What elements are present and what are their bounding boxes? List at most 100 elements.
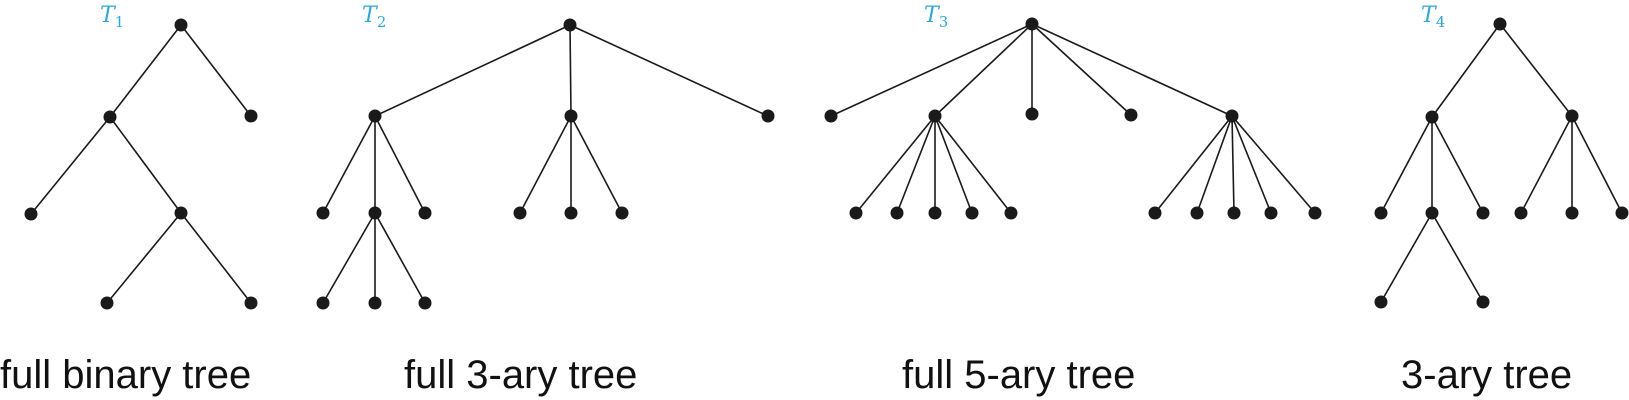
tree-edge bbox=[30, 116, 111, 215]
tree-node bbox=[244, 296, 258, 310]
tree-edge bbox=[570, 115, 623, 214]
tree-node bbox=[1025, 17, 1039, 31]
tree-edge bbox=[569, 24, 572, 117]
tree-edge bbox=[1499, 23, 1573, 117]
tree-edge bbox=[1431, 116, 1484, 214]
tree-label-t1: T1 bbox=[100, 3, 124, 31]
tree-edge bbox=[896, 115, 936, 214]
tree-node bbox=[564, 206, 578, 220]
tree-node bbox=[368, 206, 382, 220]
tree-edge bbox=[934, 115, 1012, 214]
tree-node bbox=[1374, 206, 1388, 220]
tree-edge bbox=[1196, 115, 1233, 214]
tree-edge bbox=[180, 212, 252, 304]
tree-node bbox=[1004, 206, 1018, 220]
tree-node bbox=[1308, 206, 1322, 220]
tree-node bbox=[928, 206, 942, 220]
tree-edge bbox=[109, 116, 182, 214]
tree-node bbox=[965, 206, 979, 220]
tree-edge bbox=[1231, 115, 1316, 214]
tree-node bbox=[316, 206, 330, 220]
tree-edge bbox=[374, 24, 571, 117]
tree-node bbox=[174, 206, 188, 220]
tree-edge bbox=[934, 23, 1033, 117]
tree-edge bbox=[1571, 115, 1623, 214]
tree-node bbox=[849, 206, 863, 220]
tree-node bbox=[1124, 108, 1138, 122]
tree-node bbox=[1565, 206, 1579, 220]
tree-edge bbox=[1231, 115, 1272, 214]
tree-node bbox=[1190, 206, 1204, 220]
tree-node bbox=[1425, 206, 1439, 220]
tree-node bbox=[24, 207, 38, 221]
tree-node bbox=[174, 18, 188, 32]
tree-edge bbox=[855, 115, 936, 214]
tree-node bbox=[824, 109, 838, 123]
tree-node bbox=[1374, 295, 1388, 309]
tree-label-t3: T3 bbox=[924, 3, 948, 31]
tree-edge bbox=[934, 115, 973, 214]
tree-node bbox=[368, 296, 382, 310]
tree-edge bbox=[519, 115, 572, 214]
tree-edge bbox=[1031, 23, 1233, 117]
tree-edge bbox=[1380, 212, 1433, 303]
tree-edge bbox=[374, 115, 426, 214]
tree-node bbox=[564, 109, 578, 123]
tree-edge bbox=[180, 24, 252, 117]
tree-edge bbox=[1031, 23, 1132, 116]
tree-node bbox=[928, 109, 942, 123]
tree-label-letter: T bbox=[924, 3, 941, 28]
caption-t3: full 5-ary tree bbox=[902, 353, 1135, 397]
tree-node bbox=[1025, 107, 1039, 121]
tree-label-sub: 4 bbox=[1436, 13, 1446, 31]
tree-edge bbox=[1380, 116, 1433, 214]
caption-t2: full 3-ary tree bbox=[404, 353, 637, 397]
tree-label-sub: 3 bbox=[939, 13, 949, 31]
tree-node bbox=[368, 109, 382, 123]
tree-node bbox=[316, 296, 330, 310]
tree-label-t4: T4 bbox=[1421, 3, 1445, 31]
tree-node bbox=[1476, 206, 1490, 220]
tree-node bbox=[1425, 110, 1439, 124]
tree-edge bbox=[322, 115, 376, 214]
tree-node bbox=[615, 206, 629, 220]
tree-node bbox=[1476, 295, 1490, 309]
tree-label-letter: T bbox=[1421, 3, 1438, 28]
tree-node bbox=[1514, 206, 1528, 220]
tree-edge bbox=[1431, 212, 1484, 303]
tree-node bbox=[244, 109, 258, 123]
tree-node bbox=[1493, 17, 1507, 31]
tree-label-letter: T bbox=[362, 3, 379, 28]
tree-node bbox=[418, 296, 432, 310]
tree-node bbox=[1148, 206, 1162, 220]
tree-label-t2: T2 bbox=[362, 3, 386, 31]
tree-node bbox=[1565, 109, 1579, 123]
tree-node bbox=[418, 206, 432, 220]
tree-edge bbox=[322, 212, 376, 304]
tree-node bbox=[103, 110, 117, 124]
tree-edge bbox=[109, 24, 182, 118]
tree-edge bbox=[1154, 115, 1233, 214]
tree-label-sub: 1 bbox=[115, 13, 125, 31]
tree-node bbox=[1264, 206, 1278, 220]
tree-node bbox=[1227, 206, 1241, 220]
tree-edge bbox=[1431, 23, 1501, 118]
tree-edge bbox=[569, 24, 769, 117]
tree-edge bbox=[374, 212, 426, 304]
tree-label-letter: T bbox=[100, 3, 117, 28]
tree-edge bbox=[1231, 115, 1235, 214]
tree-node bbox=[890, 206, 904, 220]
tree-node bbox=[513, 206, 527, 220]
nodes-layer bbox=[24, 17, 1629, 310]
tree-node bbox=[761, 109, 775, 123]
tree-edge bbox=[106, 212, 182, 304]
tree-edge bbox=[830, 23, 1033, 117]
tree-label-sub: 2 bbox=[377, 13, 387, 31]
caption-t4: 3-ary tree bbox=[1401, 353, 1572, 397]
tree-node bbox=[1225, 109, 1239, 123]
caption-t1: full binary tree bbox=[0, 353, 251, 397]
edges-layer bbox=[30, 23, 1623, 304]
tree-node bbox=[563, 18, 577, 32]
tree-node bbox=[100, 296, 114, 310]
